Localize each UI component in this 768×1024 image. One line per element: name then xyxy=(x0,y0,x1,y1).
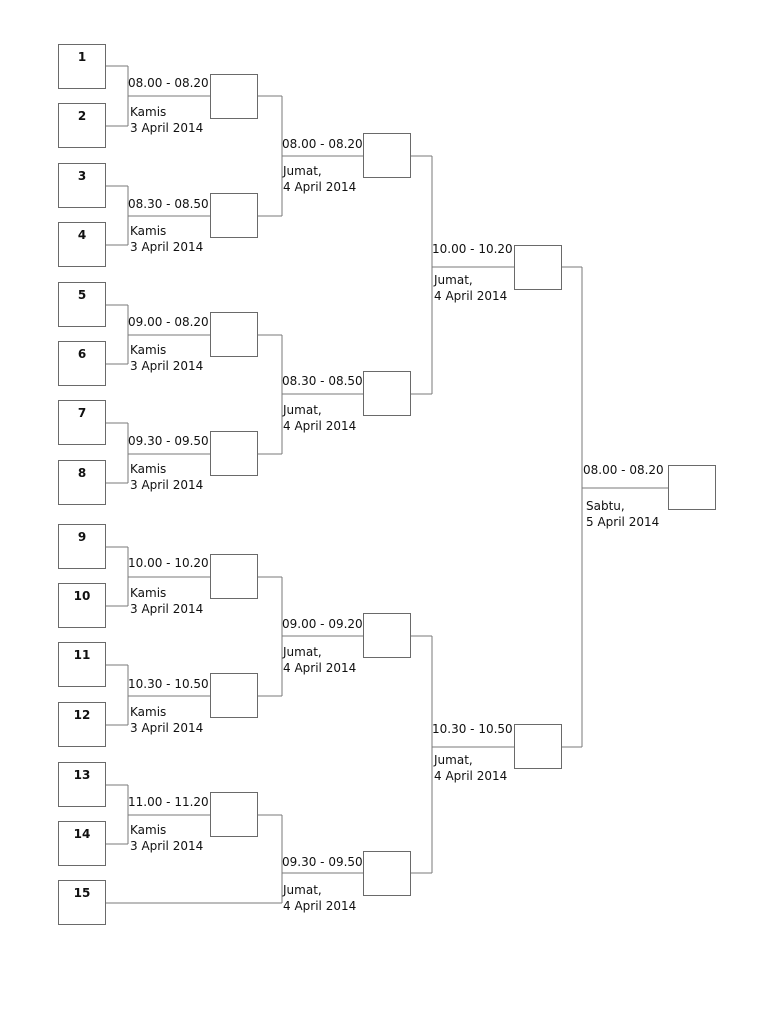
round3-match-1-time: 10.00 - 10.20 xyxy=(432,242,513,256)
seed-box-10: 10 xyxy=(58,583,106,628)
round1-match-1-winner-box xyxy=(210,74,258,119)
round2-match-4-date: Jumat, 4 April 2014 xyxy=(283,882,356,914)
round1-match-6-date-text: 3 April 2014 xyxy=(130,721,204,735)
round1-match-6-winner-box xyxy=(210,673,258,718)
final-match-time: 08.00 - 08.20 xyxy=(583,463,664,477)
seed-box-3: 3 xyxy=(58,163,106,208)
round2-match-3-time: 09.00 - 09.20 xyxy=(282,617,363,631)
round2-match-2-time: 08.30 - 08.50 xyxy=(282,374,363,388)
round1-match-5-day-text: Kamis xyxy=(130,586,167,600)
round1-match-3-time: 09.00 - 08.20 xyxy=(128,315,209,329)
seed-box-13: 13 xyxy=(58,762,106,807)
round1-match-2-date: Kamis 3 April 2014 xyxy=(130,223,203,255)
seed-box-5: 5 xyxy=(58,282,106,327)
round2-match-3-winner-box xyxy=(363,613,411,658)
round1-match-3-date: Kamis 3 April 2014 xyxy=(130,342,203,374)
round1-match-3-date-text: 3 April 2014 xyxy=(130,359,204,373)
round1-match-4-winner-box xyxy=(210,431,258,476)
round3-match-2-date-text: 4 April 2014 xyxy=(434,769,508,783)
round1-match-7-time: 11.00 - 11.20 xyxy=(128,795,209,809)
round1-match-5-winner-box xyxy=(210,554,258,599)
round2-match-4-date-text: 4 April 2014 xyxy=(283,899,357,913)
round3-match-2-winner-box xyxy=(514,724,562,769)
round1-match-6-time: 10.30 - 10.50 xyxy=(128,677,209,691)
final-match-date: Sabtu, 5 April 2014 xyxy=(586,498,659,530)
round1-match-7-date-text: 3 April 2014 xyxy=(130,839,204,853)
round1-match-7-day-text: Kamis xyxy=(130,823,167,837)
round2-match-4-day-text: Jumat, xyxy=(283,883,322,897)
final-winner-box xyxy=(668,465,716,510)
round2-match-3-day-text: Jumat, xyxy=(283,645,322,659)
round3-match-2-day-text: Jumat, xyxy=(434,753,473,767)
round1-match-1-date: Kamis 3 April 2014 xyxy=(130,104,203,136)
round2-match-3-date-text: 4 April 2014 xyxy=(283,661,357,675)
round2-match-2-winner-box xyxy=(363,371,411,416)
round2-match-1-winner-box xyxy=(363,133,411,178)
round2-match-2-date-text: 4 April 2014 xyxy=(283,419,357,433)
round1-match-3-winner-box xyxy=(210,312,258,357)
seed-box-7: 7 xyxy=(58,400,106,445)
seed-box-8: 8 xyxy=(58,460,106,505)
round1-match-5-date: Kamis 3 April 2014 xyxy=(130,585,203,617)
round1-match-6-date: Kamis 3 April 2014 xyxy=(130,704,203,736)
round1-match-1-day-text: Kamis xyxy=(130,105,167,119)
round1-match-7-date: Kamis 3 April 2014 xyxy=(130,822,203,854)
round1-match-6-day-text: Kamis xyxy=(130,705,167,719)
round3-match-2-date: Jumat, 4 April 2014 xyxy=(434,752,507,784)
round1-match-4-date-text: 3 April 2014 xyxy=(130,478,204,492)
round1-match-5-date-text: 3 April 2014 xyxy=(130,602,204,616)
round1-match-2-day-text: Kamis xyxy=(130,224,167,238)
round2-match-2-date: Jumat, 4 April 2014 xyxy=(283,402,356,434)
round2-match-2-day-text: Jumat, xyxy=(283,403,322,417)
round1-match-3-day-text: Kamis xyxy=(130,343,167,357)
round2-match-3-date: Jumat, 4 April 2014 xyxy=(283,644,356,676)
seed-box-1: 1 xyxy=(58,44,106,89)
round2-match-1-time: 08.00 - 08.20 xyxy=(282,137,363,151)
round2-match-4-time: 09.30 - 09.50 xyxy=(282,855,363,869)
round1-match-2-winner-box xyxy=(210,193,258,238)
round1-match-2-date-text: 3 April 2014 xyxy=(130,240,204,254)
round2-match-1-date-text: 4 April 2014 xyxy=(283,180,357,194)
seed-box-14: 14 xyxy=(58,821,106,866)
round1-match-5-time: 10.00 - 10.20 xyxy=(128,556,209,570)
round1-match-2-time: 08.30 - 08.50 xyxy=(128,197,209,211)
round2-match-1-date: Jumat, 4 April 2014 xyxy=(283,163,356,195)
seed-box-11: 11 xyxy=(58,642,106,687)
seed-box-6: 6 xyxy=(58,341,106,386)
round2-match-1-day-text: Jumat, xyxy=(283,164,322,178)
round1-match-7-winner-box xyxy=(210,792,258,837)
round1-match-1-date-text: 3 April 2014 xyxy=(130,121,204,135)
seed-box-9: 9 xyxy=(58,524,106,569)
final-match-date-text: 5 April 2014 xyxy=(586,515,660,529)
seed-box-4: 4 xyxy=(58,222,106,267)
round1-match-1-time: 08.00 - 08.20 xyxy=(128,76,209,90)
round2-match-4-winner-box xyxy=(363,851,411,896)
round3-match-2-time: 10.30 - 10.50 xyxy=(432,722,513,736)
round1-match-4-time: 09.30 - 09.50 xyxy=(128,434,209,448)
seed-box-15: 15 xyxy=(58,880,106,925)
round3-match-1-date: Jumat, 4 April 2014 xyxy=(434,272,507,304)
round3-match-1-winner-box xyxy=(514,245,562,290)
round3-match-1-date-text: 4 April 2014 xyxy=(434,289,508,303)
seed-box-2: 2 xyxy=(58,103,106,148)
round1-match-4-date: Kamis 3 April 2014 xyxy=(130,461,203,493)
final-match-day-text: Sabtu, xyxy=(586,499,625,513)
round3-match-1-day-text: Jumat, xyxy=(434,273,473,287)
round1-match-4-day-text: Kamis xyxy=(130,462,167,476)
seed-box-12: 12 xyxy=(58,702,106,747)
